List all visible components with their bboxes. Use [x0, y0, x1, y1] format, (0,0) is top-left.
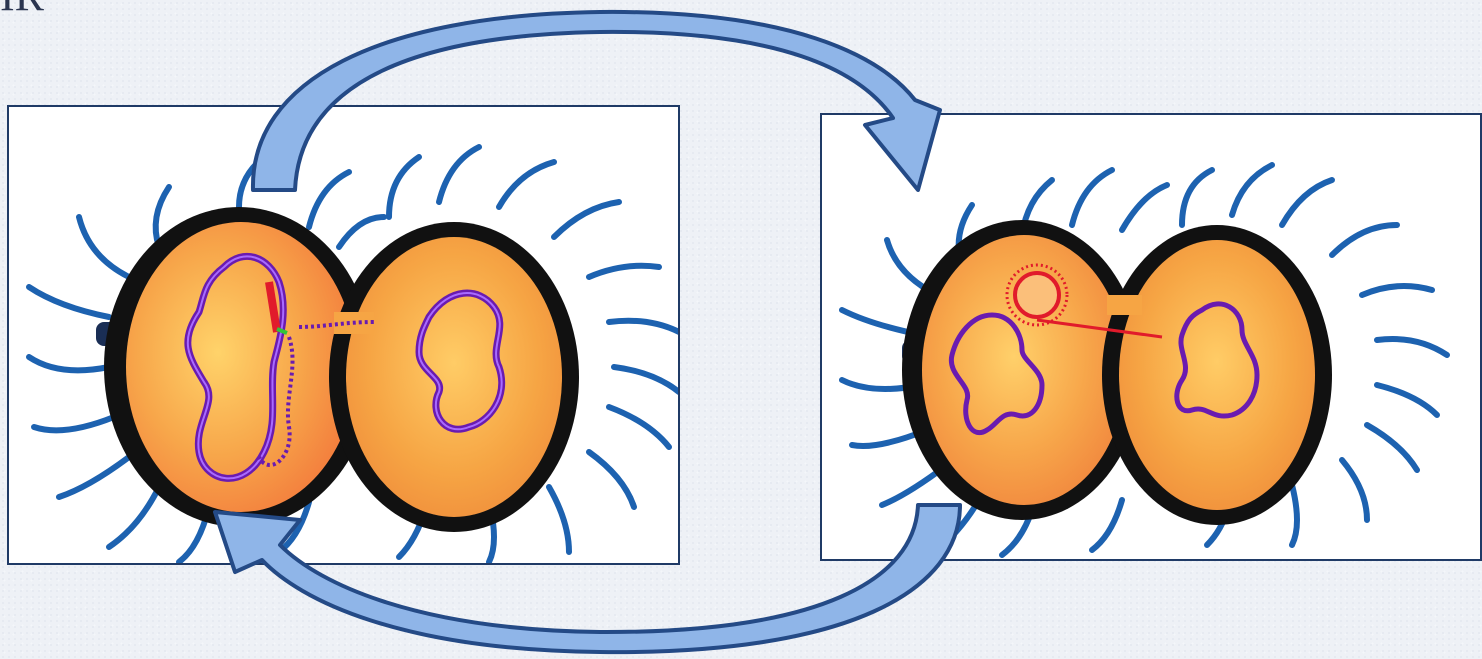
- left-bacteria-illustration: [9, 107, 680, 565]
- cell-right: [1102, 225, 1332, 525]
- panel-left-donor-bacteria: [7, 105, 680, 565]
- corner-text: IR: [0, 0, 44, 18]
- cell-right: [329, 222, 579, 532]
- conjugation-bridge: [1107, 295, 1142, 315]
